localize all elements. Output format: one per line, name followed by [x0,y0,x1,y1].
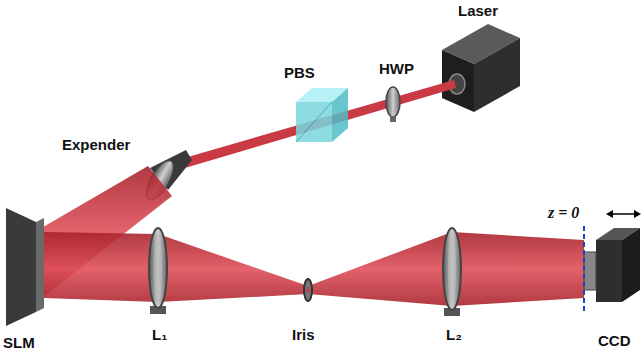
lens-l1 [149,228,167,314]
relay-beam [44,232,584,306]
lens-l2 [443,228,461,316]
iris [304,279,312,301]
laser-beam [174,80,456,170]
part-name: L₂ [446,326,462,344]
part-name: L₁ [152,326,167,344]
z0-plane [583,226,585,314]
part-name: SLM [3,334,35,352]
part-name: Laser [458,2,498,20]
plane-label: z = 0 [548,204,579,222]
part-name: Iris [292,326,315,344]
laser-body [442,24,520,112]
part-name: CCD [598,332,631,350]
hwp-plate [386,87,400,122]
part-name: PBS [284,64,315,82]
slm-panel [6,208,44,326]
translation-arrow [606,210,641,218]
part-name: HWP [379,60,414,78]
part-name: Expender [62,136,130,154]
pbs-cube [296,88,348,142]
ccd-camera [584,228,640,302]
